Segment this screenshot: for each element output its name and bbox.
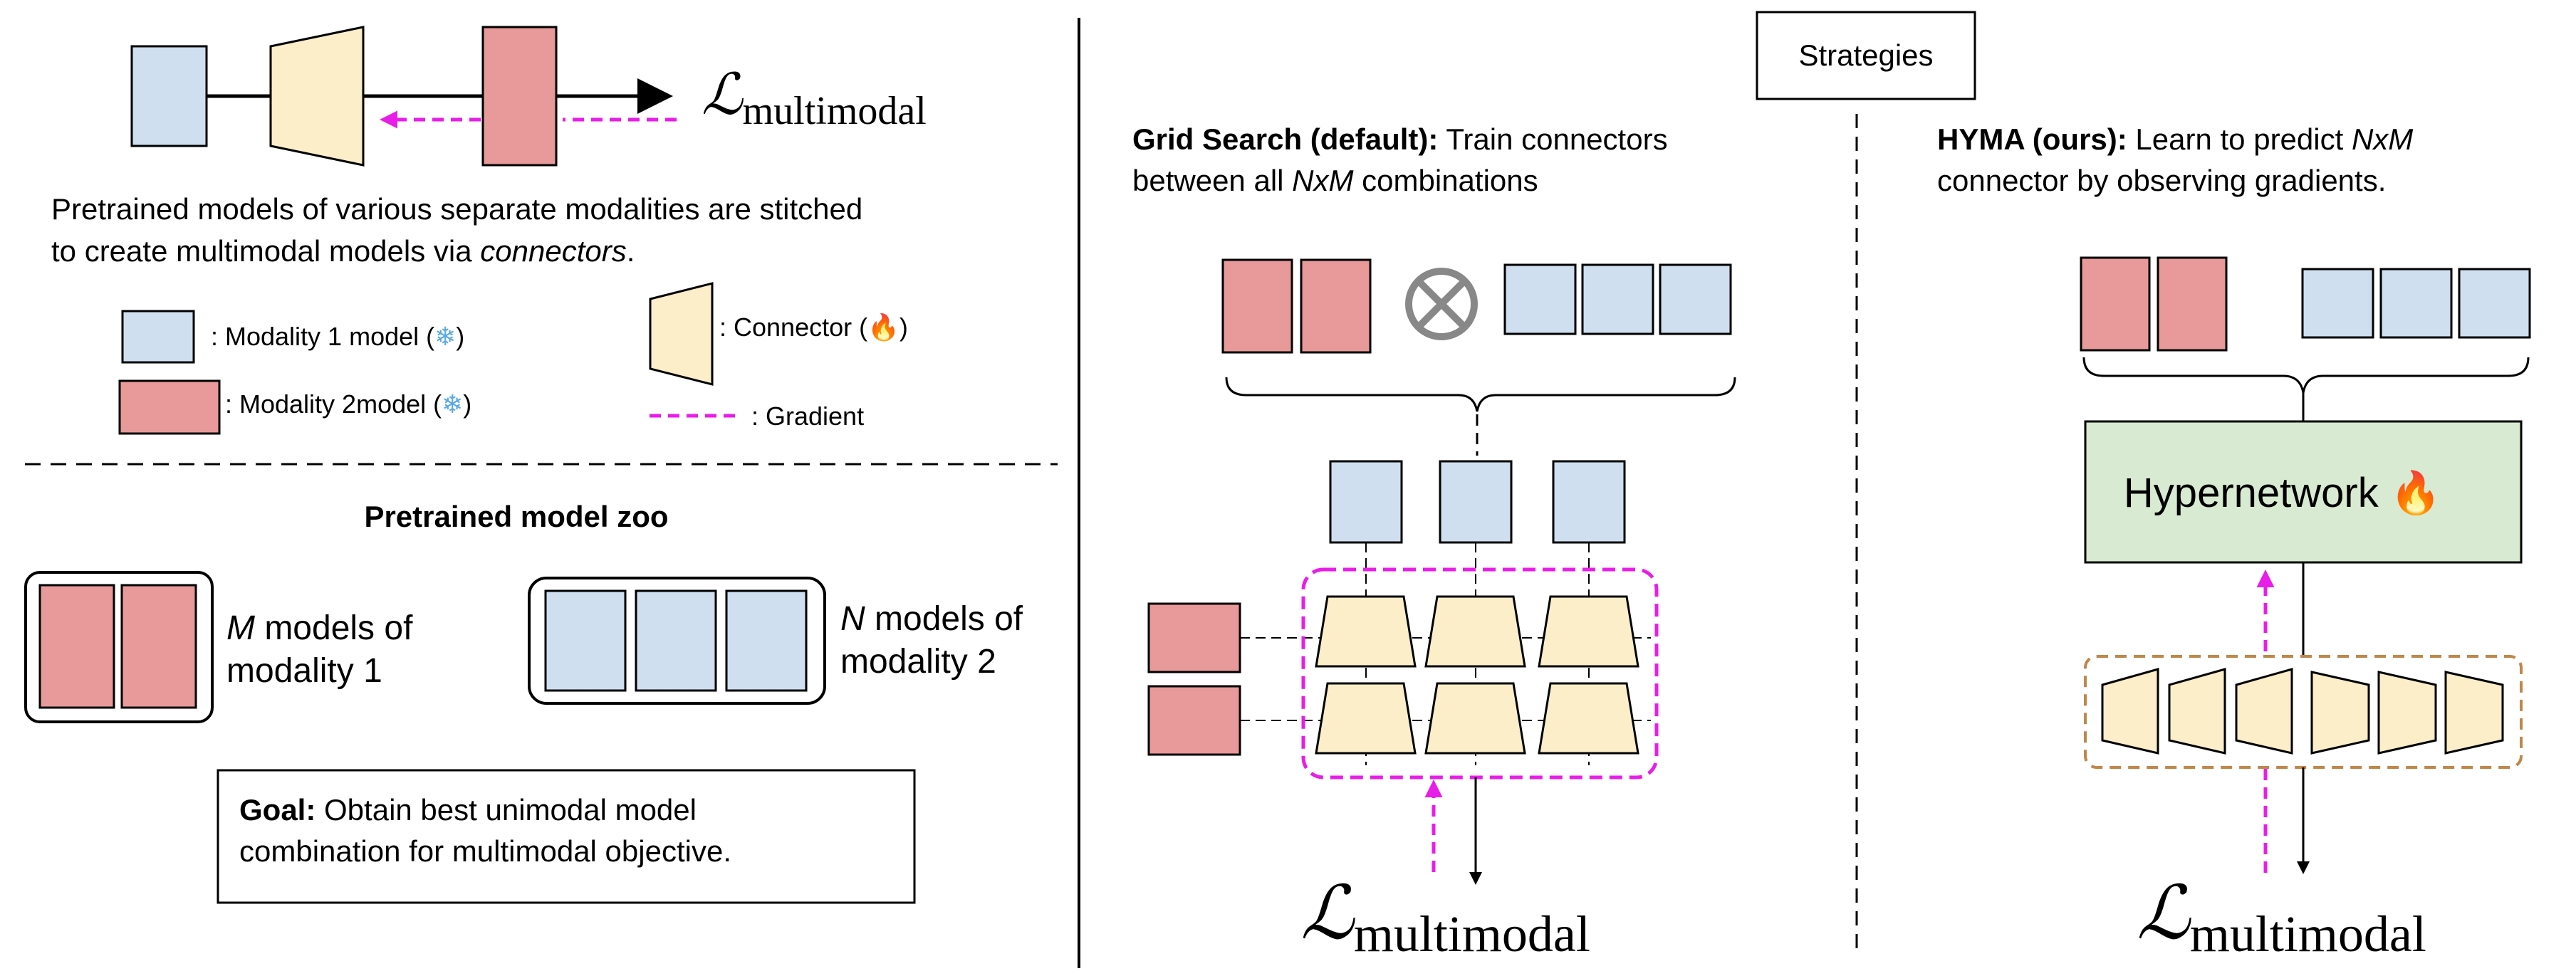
hyma-subtitle: connector by observing gradients. <box>1937 164 2386 197</box>
legend-modality1-swatch <box>121 310 195 364</box>
hyma-modality1-model <box>2458 268 2531 339</box>
hyma-modality1-model <box>2379 268 2453 339</box>
legend: : Modality 1 model (❄) : Modality 2model… <box>118 282 908 435</box>
zoo-modality1-model <box>635 589 717 692</box>
loss-multimodal-top: ℒmultimodal <box>702 61 927 133</box>
zoo-modality2-model <box>120 584 197 709</box>
grid-row-modality2-model <box>1147 602 1241 673</box>
grid-modality2-model <box>1221 258 1293 354</box>
snowflake-icon: ❄ <box>442 389 463 419</box>
strategies-frame <box>1756 11 1976 100</box>
hyma-connectors <box>2101 668 2504 755</box>
goal-frame <box>217 769 916 904</box>
snowflake-icon: ❄ <box>434 322 456 351</box>
zoo-n-label-line2: modality 2 <box>840 643 996 681</box>
grid-modality2-model <box>1300 258 1372 354</box>
grid-col-modality1-model <box>1552 460 1626 544</box>
goal-box: Goal: Obtain best unimodal model combina… <box>217 769 916 904</box>
zoo-m-label-line2: modality 1 <box>226 652 382 690</box>
grid-modality1-model <box>1659 263 1732 335</box>
goal-line2: combination for multimodal objective. <box>239 834 731 868</box>
zoo-n-label-line1: N models of <box>840 600 1023 638</box>
zoo-modality1-group <box>528 577 826 705</box>
legend-gradient-label: : Gradient <box>751 402 864 431</box>
grid-connectors-frame <box>1301 567 1659 780</box>
legend-modality2-swatch <box>118 379 221 435</box>
zoo-modality1-model <box>544 589 627 692</box>
grid-row-modality2-model <box>1147 685 1241 756</box>
hypernetwork-label: Hypernetwork 🔥 <box>2124 469 2441 516</box>
grid-input-models <box>1221 258 1732 354</box>
grid-connector <box>1424 682 1526 755</box>
grid-col-modality1-model <box>1329 460 1403 544</box>
loss-multimodal-grid: ℒmultimodal <box>1300 869 1590 962</box>
stitching-diagram: ℒmultimodal <box>130 26 927 167</box>
grid-connector <box>1538 595 1639 668</box>
hyma-connector <box>2444 671 2504 755</box>
hyma-connector <box>2168 668 2226 755</box>
strategies-box: Strategies <box>1756 11 1976 100</box>
modality2-model-block <box>481 26 558 167</box>
hyma-modality1-model <box>2301 268 2374 339</box>
zoo-group-frame <box>528 577 826 705</box>
hyma-connector <box>2310 671 2370 755</box>
otimes-cross <box>1415 278 1468 330</box>
hyma-modality2-model <box>2080 256 2151 352</box>
grid-connectors <box>1315 595 1639 755</box>
hyma-brace <box>2082 357 2530 394</box>
grid-brace <box>1225 377 1736 412</box>
loss-multimodal-hyma: ℒmultimodal <box>2137 869 2426 962</box>
stitch-caption-line1: Pretrained models of various separate mo… <box>51 192 862 226</box>
grid-modality1-model <box>1503 263 1577 335</box>
zoo-modality1-model <box>725 589 808 692</box>
zoo-title: Pretrained model zoo <box>364 500 668 533</box>
grid-connector <box>1424 595 1526 668</box>
grid-connector <box>1538 682 1639 755</box>
legend-connector-label: : Connector (🔥) <box>719 313 908 342</box>
grid-col-modality1-model <box>1439 460 1513 544</box>
hyma-input-models <box>2080 256 2531 352</box>
hyma-title: HYMA (ours): Learn to predict NxM <box>1937 122 2413 156</box>
legend-modality2-label: : Modality 2model (❄) <box>225 389 471 419</box>
goal-line1: Goal: Obtain best unimodal model <box>239 793 697 827</box>
connector-block <box>269 26 365 167</box>
stitch-caption-line2: to create multimodal models via connecto… <box>51 234 635 268</box>
hypernetwork-frame <box>2084 420 2523 564</box>
strategies-label: Strategies <box>1798 38 1933 72</box>
grid-expanded-modality1 <box>1329 460 1626 765</box>
zoo-group-frame <box>24 571 214 723</box>
zoo-modality2-group <box>24 571 214 723</box>
grid-connector <box>1315 682 1417 755</box>
otimes-circle <box>1405 268 1478 340</box>
hyma-connector <box>2377 671 2437 755</box>
hyma-connector <box>2101 668 2159 755</box>
grid-search-subtitle: between all NxM combinations <box>1132 164 1538 197</box>
legend-connector-swatch <box>649 282 714 386</box>
zoo-modality2-model <box>38 584 115 709</box>
legend-modality1-label: : Modality 1 model (❄) <box>211 322 464 351</box>
grid-connector <box>1315 595 1417 668</box>
fire-icon: 🔥 <box>867 313 899 342</box>
grid-modality1-model <box>1581 263 1654 335</box>
grid-search-title: Grid Search (default): Train connectors <box>1132 122 1668 156</box>
hyma-modality2-model <box>2157 256 2228 352</box>
zoo-m-label-line1: M models of <box>226 609 413 647</box>
fire-icon: 🔥 <box>2390 469 2441 516</box>
hypernetwork-box: Hypernetwork 🔥 <box>2084 420 2523 564</box>
hyma-connector <box>2235 668 2293 755</box>
modality1-model-block <box>130 45 208 147</box>
